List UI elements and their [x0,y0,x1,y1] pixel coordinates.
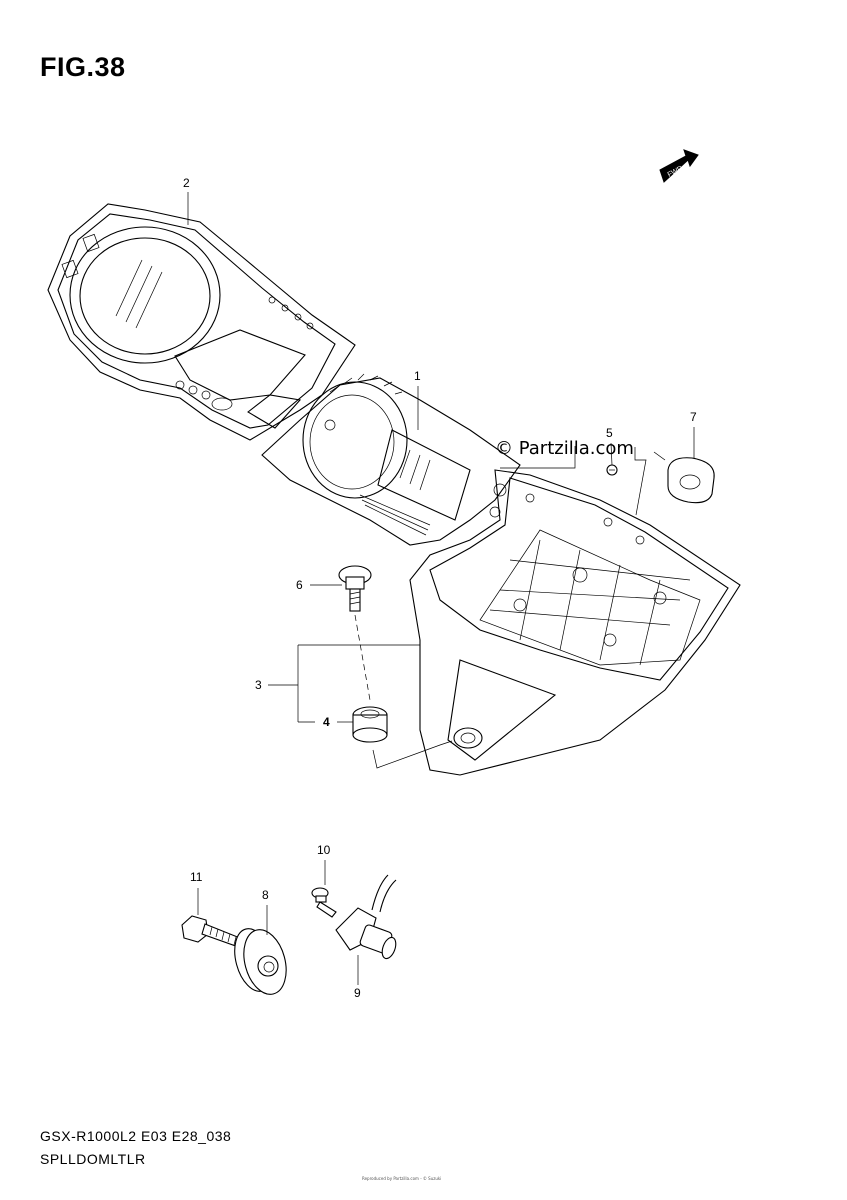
callout-7: 7 [690,410,697,424]
model-code: GSX-R1000L2 E03 E28_038 [40,1128,232,1144]
callout-3: 3 [255,678,262,692]
grommet-part-4 [352,706,388,743]
copyright-tiny: Reproduced by Partzilla.com - © Suzuki [362,1176,442,1181]
rotor-part-8 [234,928,287,995]
callout-1: 1 [414,369,421,383]
callout-5: 5 [606,426,613,440]
callout-4: 4 [323,715,330,729]
callout-2: 2 [183,176,190,190]
watermark: © Partzilla.com [495,438,634,459]
section-name: SPLLDOMLTLR [40,1151,146,1167]
screw-part-10 [311,887,337,918]
figure-title: FIG.38 [40,52,126,82]
callout-10: 10 [317,843,331,857]
leader-lines [187,192,695,985]
callout-6: 6 [296,578,303,592]
callout-9: 9 [354,986,361,1000]
callout-11: 11 [190,870,203,884]
meter-assembly-part [261,373,521,546]
meter-cover-part [47,203,356,441]
screw-part-5 [606,464,618,476]
cushion-part-7 [667,457,715,504]
callout-8: 8 [262,888,269,902]
fwd-arrow-icon: FWD [659,149,699,183]
sensor-part-9 [335,874,397,960]
meter-case-part [409,469,741,776]
screw-part-6 [338,565,372,612]
